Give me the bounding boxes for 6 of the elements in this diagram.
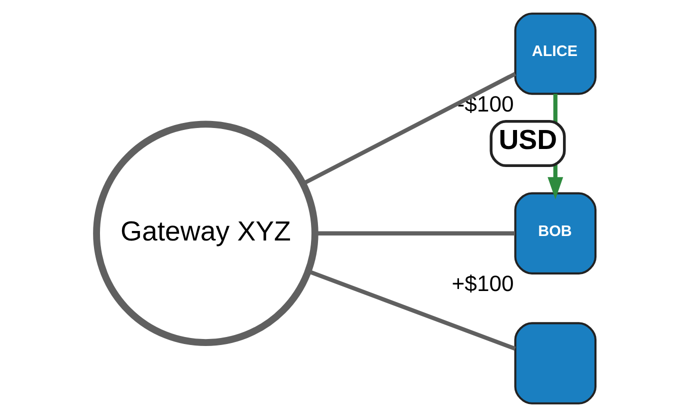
node-box: ALICE	[514, 12, 596, 95]
node-box	[514, 322, 596, 404]
node-label: +$100	[451, 271, 514, 296]
node-circle: Gateway XYZ	[92, 120, 318, 346]
node-box: BOB	[514, 192, 596, 274]
edge-label: USD	[498, 124, 557, 156]
